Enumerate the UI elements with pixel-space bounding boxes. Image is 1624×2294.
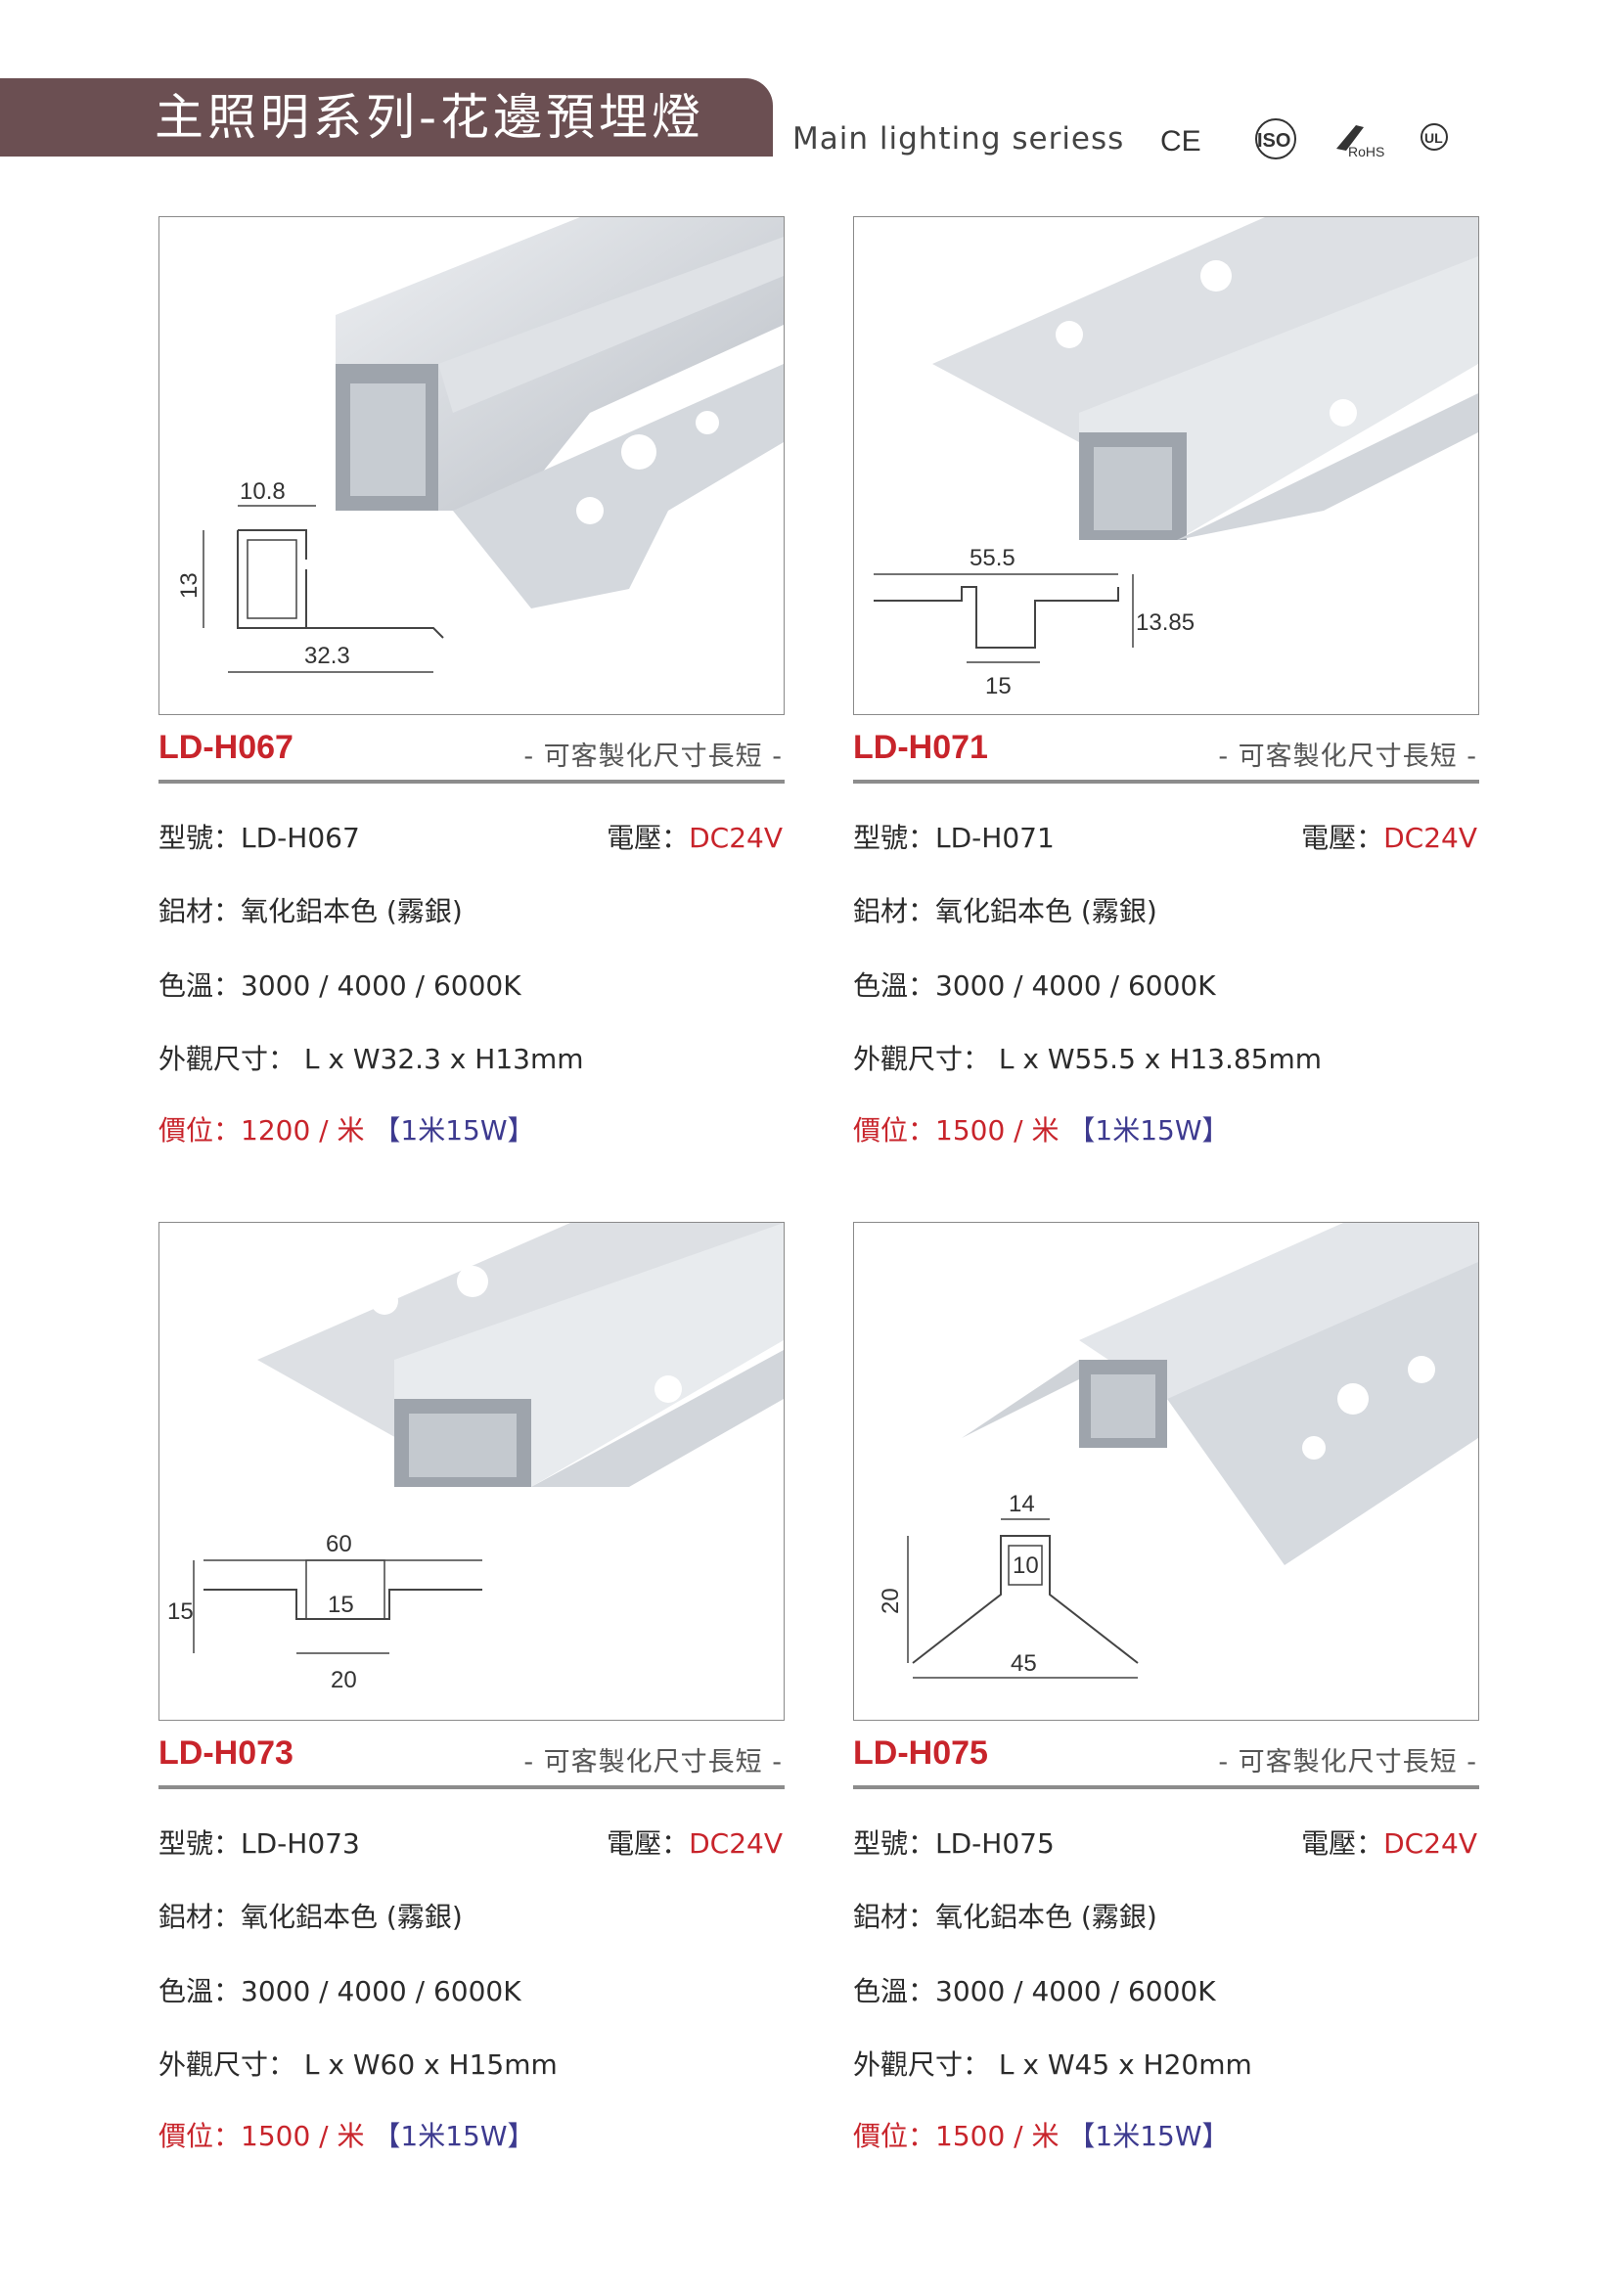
spec-model: 型號：LD-H075 <box>853 1827 1055 1860</box>
dim-label: 45 <box>1011 1650 1037 1677</box>
dim-label: 13 <box>176 572 203 599</box>
ul-mark-icon: UL <box>1421 123 1448 151</box>
spec-color-temp: 色溫：3000 / 4000 / 6000K <box>853 969 1216 1002</box>
page-title: 主照明系列-花邊預埋燈 <box>155 89 705 146</box>
svg-text:ISO: ISO <box>1257 130 1290 152</box>
product-model: LD-H071 <box>853 729 988 766</box>
dim-label: 15 <box>985 673 1012 699</box>
product-model: LD-H073 <box>158 1734 293 1772</box>
header-band <box>0 78 773 157</box>
profile-illustration: 55.5 13.85 15 <box>874 217 1478 699</box>
product-image-frame: 55.5 13.85 15 <box>853 216 1479 715</box>
spec-dimensions: 外觀尺寸： L x W60 x H15mm <box>158 2048 558 2081</box>
spec-dimensions: 外觀尺寸： L x W32.3 x H13mm <box>158 1043 584 1075</box>
spec-model: 型號：LD-H067 <box>158 822 360 854</box>
custom-size-note: - 可客製化尺寸長短 - <box>523 1747 783 1777</box>
product-model: LD-H075 <box>853 1734 988 1772</box>
dimension-drawing: 55.5 13.85 15 <box>874 545 1195 699</box>
dim-label: 55.5 <box>970 545 1015 571</box>
dim-label: 20 <box>331 1667 357 1693</box>
dim-label: 10.8 <box>240 478 286 505</box>
spec-model: 型號：LD-H073 <box>158 1827 360 1860</box>
dim-label: 10 <box>1013 1552 1039 1579</box>
custom-size-note: - 可客製化尺寸長短 - <box>523 742 783 772</box>
dim-label: 20 <box>878 1588 904 1614</box>
spec-material: 鋁材：氧化鋁本色 (霧銀) <box>158 895 463 927</box>
spec-price: 價位：1500 / 米 【1米15W】 <box>158 2120 535 2152</box>
product-model: LD-H067 <box>158 729 293 766</box>
dimension-drawing: 14 10 20 45 <box>878 1491 1139 1679</box>
dimension-drawing: 60 15 15 20 <box>167 1531 482 1693</box>
svg-text:RoHS: RoHS <box>1348 144 1384 159</box>
divider <box>853 1785 1479 1789</box>
page-subtitle: Main lighting seriess <box>792 121 1125 157</box>
spec-model: 型號：LD-H071 <box>853 822 1055 854</box>
svg-text:CE: CE <box>1160 125 1201 157</box>
dim-label: 14 <box>1009 1491 1035 1517</box>
iso-mark-icon: ISO <box>1255 118 1296 159</box>
profile-illustration: 60 15 15 20 <box>167 1223 784 1693</box>
dim-label: 13.85 <box>1136 609 1195 636</box>
custom-size-note: - 可客製化尺寸長短 - <box>1218 742 1477 772</box>
spec-voltage: 電壓：DC24V <box>607 822 783 854</box>
dim-label: 15 <box>328 1592 354 1618</box>
ce-mark-icon: CE <box>1160 125 1201 157</box>
spec-color-temp: 色溫：3000 / 4000 / 6000K <box>853 1975 1216 2007</box>
divider <box>853 780 1479 784</box>
spec-material: 鋁材：氧化鋁本色 (霧銀) <box>853 895 1157 927</box>
spec-color-temp: 色溫：3000 / 4000 / 6000K <box>158 1975 521 2007</box>
spec-price: 價位：1500 / 米 【1米15W】 <box>853 2120 1230 2152</box>
profile-illustration: 10.8 13 32.3 <box>176 217 784 673</box>
rohs-mark-icon: RoHS <box>1336 125 1384 159</box>
spec-price: 價位：1200 / 米 【1米15W】 <box>158 1114 535 1147</box>
custom-size-note: - 可客製化尺寸長短 - <box>1218 1747 1477 1777</box>
product-image-frame: 14 10 20 45 <box>853 1222 1479 1721</box>
spec-dimensions: 外觀尺寸： L x W45 x H20mm <box>853 2048 1252 2081</box>
spec-price: 價位：1500 / 米 【1米15W】 <box>853 1114 1230 1147</box>
product-image-frame: 10.8 13 32.3 <box>158 216 785 715</box>
spec-material: 鋁材：氧化鋁本色 (霧銀) <box>853 1901 1157 1933</box>
dim-label: 60 <box>326 1531 352 1557</box>
spec-voltage: 電壓：DC24V <box>1301 1827 1477 1860</box>
spec-color-temp: 色溫：3000 / 4000 / 6000K <box>158 969 521 1002</box>
product-image-frame: 60 15 15 20 <box>158 1222 785 1721</box>
spec-material: 鋁材：氧化鋁本色 (霧銀) <box>158 1901 463 1933</box>
dim-label: 32.3 <box>304 643 350 669</box>
spec-dimensions: 外觀尺寸： L x W55.5 x H13.85mm <box>853 1043 1323 1075</box>
dim-label: 15 <box>167 1598 194 1625</box>
profile-illustration: 14 10 20 45 <box>878 1223 1478 1679</box>
certification-logos: CE ISO RoHS UL <box>1160 118 1448 159</box>
spec-voltage: 電壓：DC24V <box>607 1827 783 1860</box>
divider <box>158 780 785 784</box>
dimension-drawing: 10.8 13 32.3 <box>176 478 444 673</box>
spec-voltage: 電壓：DC24V <box>1301 822 1477 854</box>
svg-text:UL: UL <box>1424 130 1443 146</box>
divider <box>158 1785 785 1789</box>
